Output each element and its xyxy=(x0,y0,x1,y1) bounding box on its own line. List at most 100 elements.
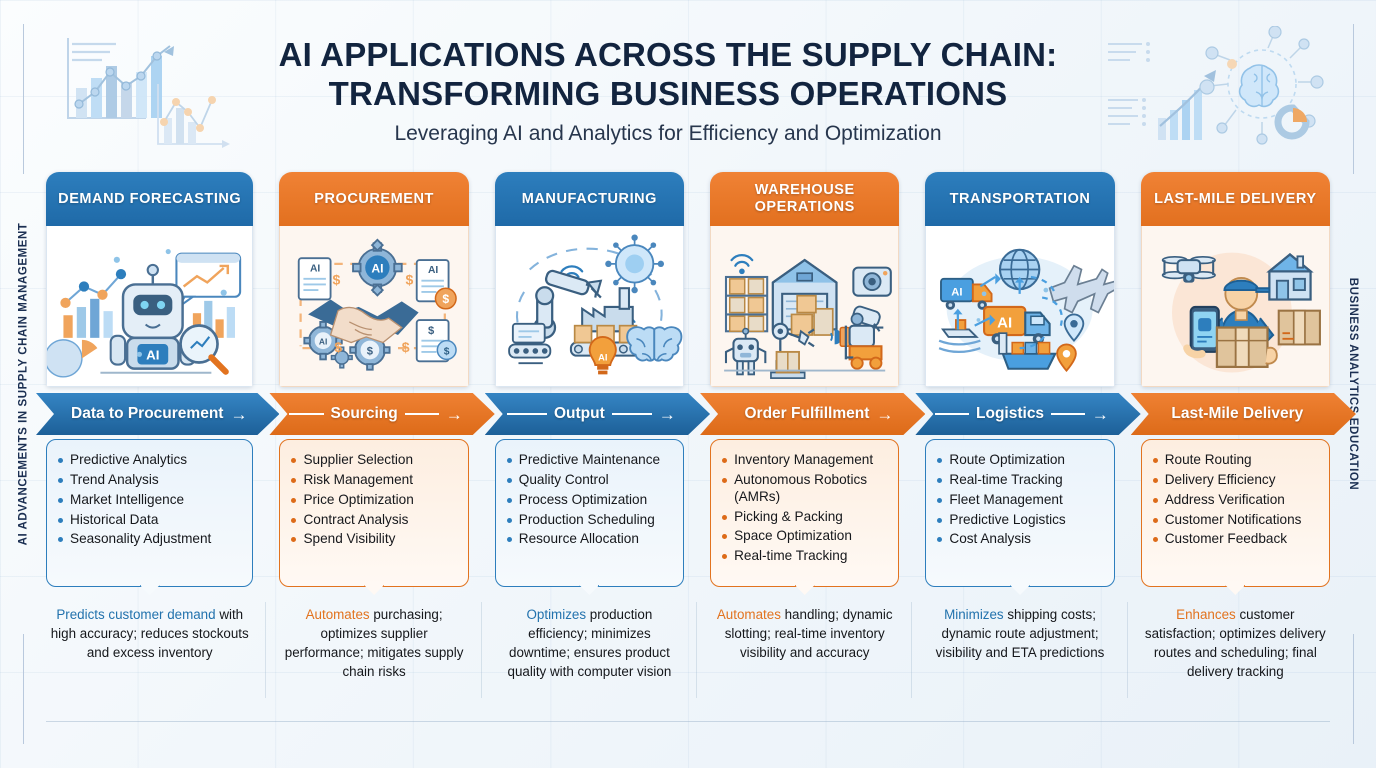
arrow-head-icon: → xyxy=(445,404,463,424)
column-separator xyxy=(696,602,698,698)
stage-bullets-manufacturing: Predictive Maintenance Quality Control P… xyxy=(494,439,685,595)
page-title-line1: AI Applications Across the Supply Chain: xyxy=(278,35,1058,73)
rail-line-bottom xyxy=(1353,634,1354,744)
description-rest: purchasing; optimizes supplier performan… xyxy=(284,607,464,680)
svg-text:AI: AI xyxy=(998,315,1013,332)
arrow-head-icon: → xyxy=(658,404,676,424)
stage-card[interactable]: DEMAND FORECASTING xyxy=(46,172,254,387)
stage-description-manufacturing: Optimizes production efficiency; minimiz… xyxy=(495,605,684,681)
list-item: Market Intelligence xyxy=(57,492,244,509)
stage-column-warehouse-operations: WAREHOUSE OPERATIONS xyxy=(710,172,899,720)
page-subtitle: Leveraging AI and Analytics for Efficien… xyxy=(394,122,942,146)
warehouse-forklift-robot-icon xyxy=(710,226,900,387)
stage-header-label: LAST-MILE DELIVERY xyxy=(1154,190,1317,207)
stage-bullets-last-mile-delivery: Route Routing Delivery Efficiency Addres… xyxy=(1140,439,1330,595)
stage-bullets-transportation: Route Optimization Real-time Tracking Fl… xyxy=(925,439,1115,595)
callout-notch xyxy=(364,585,385,595)
board-baseline xyxy=(46,721,1330,722)
flow-arrow-output: Output → xyxy=(495,393,684,435)
description-lead: Automates xyxy=(716,607,781,622)
stage-column-procurement: PROCUREMENT AI AI $ $ xyxy=(279,172,468,720)
description-lead: Predicts customer demand xyxy=(56,607,216,622)
stage-header-label: TRANSPORTATION xyxy=(949,190,1091,207)
stage-card[interactable]: WAREHOUSE OPERATIONS xyxy=(710,172,900,387)
rail-line-bottom xyxy=(23,634,24,744)
arrow-shape xyxy=(1131,393,1356,435)
list-item: Cost Analysis xyxy=(936,531,1105,548)
list-item: Trend Analysis xyxy=(57,472,244,489)
list-item: Address Verification xyxy=(1152,492,1321,509)
column-separator xyxy=(911,602,913,698)
left-side-rail: AI ADVANCEMENTS IN SUPPLY CHAIN MANAGEME… xyxy=(0,0,46,768)
svg-text:AI: AI xyxy=(310,263,320,274)
list-item: Customer Notifications xyxy=(1152,512,1321,529)
flow-arrow-sourcing: Sourcing → xyxy=(279,393,468,435)
arrow-head-icon: → xyxy=(876,404,894,424)
stage-card[interactable]: LAST-MILE DELIVERY xyxy=(1140,172,1330,387)
arrow-label: Order Fulfillment xyxy=(744,405,870,422)
stage-column-manufacturing: MANUFACTURING xyxy=(495,172,684,720)
stage-header-label: DEMAND FORECASTING xyxy=(58,190,242,207)
svg-text:$: $ xyxy=(443,292,450,306)
stage-description-last-mile-delivery: Enhances customer satisfaction; optimize… xyxy=(1141,605,1330,681)
arrow-shape xyxy=(36,393,279,435)
stage-card[interactable]: TRANSPORTATION AI xyxy=(925,172,1115,387)
stage-header-warehouse-operations: WAREHOUSE OPERATIONS xyxy=(710,172,900,226)
arrow-label: Data to Procurement xyxy=(71,405,224,422)
stage-bullets-demand-forecasting: Predictive Analytics Trend Analysis Mark… xyxy=(46,439,254,595)
list-item: Autonomous Robotics (AMRs) xyxy=(721,472,890,506)
svg-text:AI: AI xyxy=(146,347,159,362)
stage-header-demand-forecasting: DEMAND FORECASTING xyxy=(46,172,254,226)
arrow-head-icon: → xyxy=(230,404,248,424)
flow-arrow-last-mile-delivery: Last-Mile Delivery xyxy=(1141,393,1330,435)
callout-notch xyxy=(1225,585,1246,595)
flow-arrow-order-fulfillment: Order Fulfillment → xyxy=(710,393,899,435)
list-item: Price Optimization xyxy=(290,492,459,509)
courier-drone-house-parcel-icon xyxy=(1140,226,1330,387)
arrow-head-icon: → xyxy=(1091,404,1109,424)
list-item: Space Optimization xyxy=(721,528,890,545)
arrow-dash-right xyxy=(404,413,439,415)
flow-arrow-demand-to-procurement: Data to Procurement → xyxy=(46,393,253,435)
list-item: Picking & Packing xyxy=(721,509,890,526)
list-item: Supplier Selection xyxy=(290,452,459,469)
list-item: Seasonality Adjustment xyxy=(57,531,244,548)
handshake-contracts-gears-icon: AI AI $ $ $ xyxy=(279,226,469,387)
svg-text:$: $ xyxy=(406,271,414,287)
stage-column-transportation: TRANSPORTATION AI xyxy=(925,172,1114,720)
list-item: Quality Control xyxy=(506,472,675,489)
page-title-line2: Transforming Business Operations xyxy=(328,74,1008,112)
description-lead: Enhances xyxy=(1176,607,1236,622)
callout-notch xyxy=(579,585,600,595)
stage-description-procurement: Automates purchasing; optimizes supplier… xyxy=(279,605,468,681)
stage-card[interactable]: PROCUREMENT AI AI $ $ xyxy=(279,172,469,387)
arrow-dash-left xyxy=(507,413,547,415)
rail-line-top xyxy=(23,24,24,174)
column-separator xyxy=(480,602,482,698)
stage-card[interactable]: MANUFACTURING xyxy=(494,172,685,387)
stage-bullets-warehouse-operations: Inventory Management Autonomous Robotics… xyxy=(710,439,900,595)
column-separator xyxy=(265,602,267,698)
header-text-block: AI Applications Across the Supply Chain:… xyxy=(236,36,1100,146)
svg-text:AI: AI xyxy=(428,265,438,276)
list-item: Inventory Management xyxy=(721,452,890,469)
stage-header-last-mile-delivery: LAST-MILE DELIVERY xyxy=(1140,172,1330,226)
list-item: Delivery Efficiency xyxy=(1152,472,1321,489)
svg-text:$: $ xyxy=(402,339,410,355)
list-item: Predictive Analytics xyxy=(57,452,244,469)
stage-description-demand-forecasting: Predicts customer demand with high accur… xyxy=(46,605,253,662)
description-lead: Automates xyxy=(305,607,370,622)
list-item: Process Optimization xyxy=(506,492,675,509)
description-rest: customer satisfaction; optimizes deliver… xyxy=(1144,607,1326,680)
arrow-label: Sourcing xyxy=(330,405,398,422)
left-vertical-label: AI ADVANCEMENTS IN SUPPLY CHAIN MANAGEME… xyxy=(17,222,30,546)
list-item: Production Scheduling xyxy=(506,512,675,529)
ai-robot-analytics-icon: AI xyxy=(46,226,254,387)
column-separator xyxy=(1126,602,1128,698)
arrow-dash-left xyxy=(289,413,324,415)
svg-text:AI: AI xyxy=(598,352,607,362)
arrow-shape xyxy=(700,393,925,435)
description-lead: Optimizes xyxy=(526,607,587,622)
supply-chain-stage-board: DEMAND FORECASTING xyxy=(46,172,1330,720)
list-item: Route Routing xyxy=(1152,452,1321,469)
